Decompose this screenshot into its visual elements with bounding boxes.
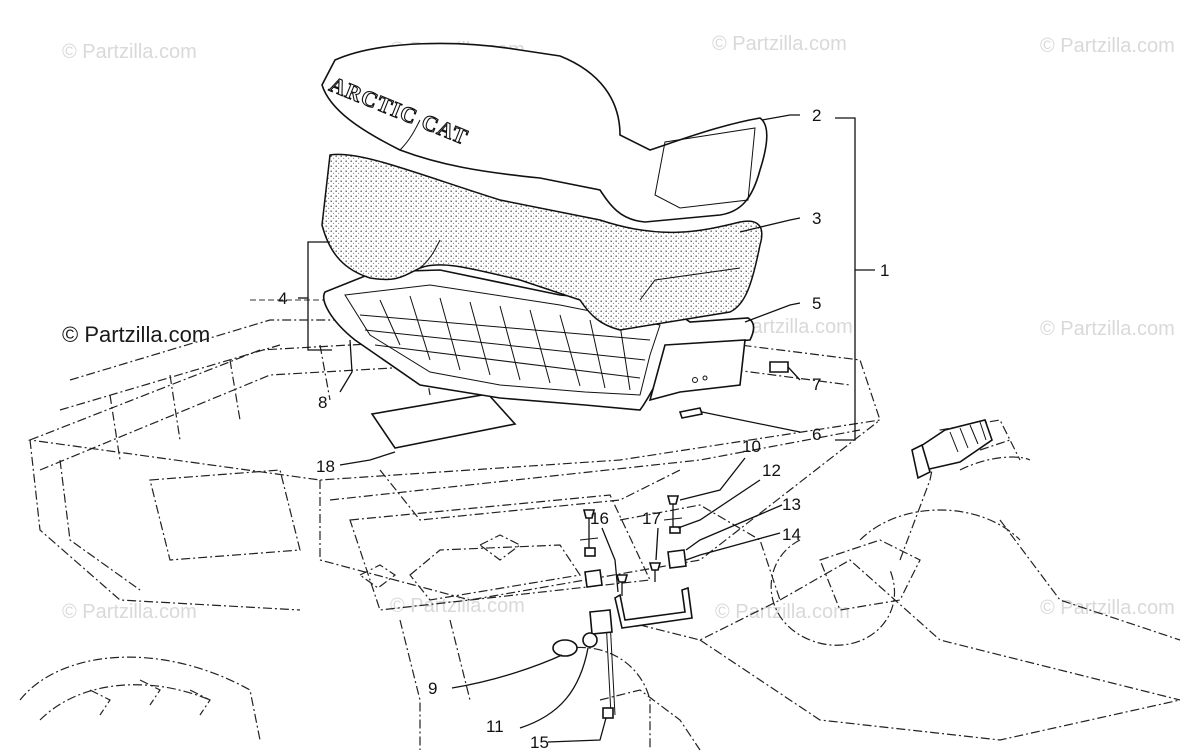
handlebar-grip	[911, 419, 993, 480]
watermark-8: © Partzilla.com	[390, 595, 525, 617]
callout-16: 16	[590, 509, 609, 528]
callout-13: 13	[782, 495, 801, 514]
part-3-seat-foam	[321, 153, 763, 331]
watermark-10: © Partzilla.com	[1040, 597, 1175, 619]
watermarks: © Partzilla.com © Partzilla.com © Partzi…	[62, 33, 1175, 623]
callout-2: 2	[812, 106, 821, 125]
callout-14: 14	[782, 525, 801, 544]
callout-15: 15	[530, 733, 549, 752]
callout-9: 9	[428, 679, 437, 698]
callouts: 1 2 3 4 5 6 7 8 9 10 11 12 13 14 15 16 1…	[278, 106, 889, 752]
callout-10: 10	[742, 437, 761, 456]
watermark-main: © Partzilla.com	[62, 322, 210, 347]
leader-lines	[298, 114, 875, 743]
atv-rack	[19, 299, 1181, 751]
watermark-9: © Partzilla.com	[715, 601, 850, 623]
part-18-pad	[370, 393, 517, 449]
callout-3: 3	[812, 209, 821, 228]
callout-17: 17	[642, 509, 661, 528]
watermark-7: © Partzilla.com	[62, 601, 197, 623]
watermark-1: © Partzilla.com	[62, 41, 197, 63]
latch-assembly	[552, 495, 693, 719]
callout-18: 18	[316, 457, 335, 476]
callout-5: 5	[812, 294, 821, 313]
callout-1: 1	[880, 261, 889, 280]
callout-11: 11	[486, 717, 504, 736]
callout-6: 6	[812, 425, 821, 444]
callout-7: 7	[812, 375, 821, 394]
watermark-3: © Partzilla.com	[712, 33, 847, 55]
part-2-seat-cover: ARCTIC CAT	[321, 42, 768, 223]
callout-8: 8	[318, 393, 327, 412]
callout-12: 12	[762, 461, 781, 480]
watermark-6: © Partzilla.com	[1040, 318, 1175, 340]
watermark-4: © Partzilla.com	[1040, 35, 1175, 57]
callout-4: 4	[278, 289, 287, 308]
